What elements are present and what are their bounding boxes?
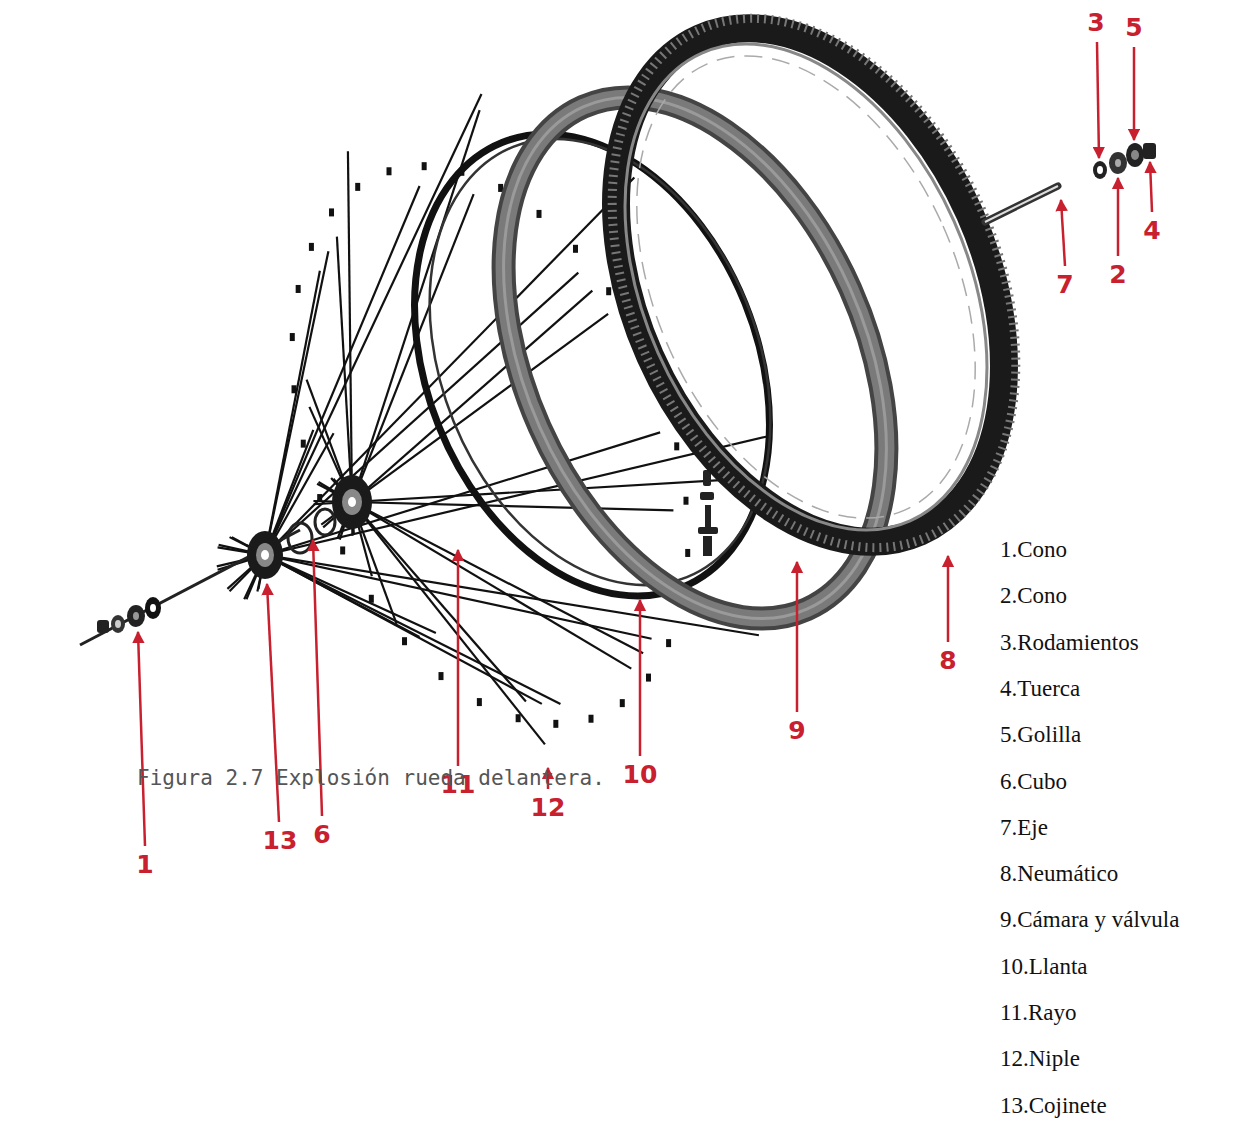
part-name: 5.Golilla — [1000, 722, 1081, 747]
nipple — [340, 546, 345, 554]
part-name: 11.Rayo — [1000, 1000, 1076, 1025]
callout-number: 2 — [1109, 262, 1126, 287]
nipple — [329, 208, 334, 216]
callout-number: 12 — [531, 795, 566, 820]
hub-parts — [80, 475, 372, 645]
spoke — [246, 186, 419, 599]
nipple — [666, 639, 671, 647]
part-name: 2.Cono — [1000, 583, 1067, 608]
nipple — [477, 698, 482, 706]
callout-number: 13 — [263, 828, 298, 853]
valve — [698, 470, 718, 556]
part-name: 12.Niple — [1000, 1046, 1080, 1071]
nipple — [292, 385, 297, 393]
part-name: 4.Tuerca — [1000, 676, 1080, 701]
nipple — [685, 549, 690, 557]
spoke — [217, 436, 767, 566]
spoke — [230, 177, 635, 591]
nipple — [573, 245, 578, 253]
nipple — [674, 442, 679, 450]
nipple — [683, 497, 688, 505]
callout-number: 10 — [623, 762, 658, 787]
figure-caption: Figura 2.7 Explosión rueda delantera. — [137, 766, 605, 790]
callout-number: 8 — [939, 648, 956, 673]
callout-number: 4 — [1143, 218, 1160, 243]
inner-tube — [428, 38, 962, 679]
nipple — [620, 699, 625, 707]
part-name: 1.Cono — [1000, 537, 1067, 562]
nipple — [422, 162, 427, 170]
nipple — [369, 595, 374, 603]
nipple — [355, 183, 360, 191]
part-name: 13.Cojinete — [1000, 1093, 1107, 1118]
nipple — [516, 714, 521, 722]
axle — [985, 186, 1058, 222]
callout-number: 9 — [788, 718, 805, 743]
part-name: 6.Cubo — [1000, 769, 1067, 794]
part-name: 10.Llanta — [1000, 954, 1088, 979]
nipple — [588, 715, 593, 723]
nipple — [290, 333, 295, 341]
nipple — [317, 494, 322, 502]
tire — [534, 0, 1095, 611]
nipple — [553, 720, 558, 728]
nipple — [301, 440, 306, 448]
nipple — [537, 210, 542, 218]
part-name: 8.Neumático — [1000, 861, 1118, 886]
part-name: 3.Rodamientos — [1000, 630, 1139, 655]
spoke — [244, 94, 481, 599]
callout-number: 1 — [136, 852, 153, 877]
nipple — [646, 674, 651, 682]
nipple — [606, 287, 611, 295]
nipple — [387, 167, 392, 175]
nipple — [309, 243, 314, 251]
nipple — [296, 285, 301, 293]
nipple — [438, 672, 443, 680]
part-name: 9.Cámara y válvula — [1000, 907, 1179, 932]
callout-number: 5 — [1125, 15, 1142, 40]
leader-arrows — [138, 42, 1152, 846]
axle-parts — [1093, 143, 1156, 179]
callout-number: 3 — [1087, 10, 1104, 35]
nipple — [402, 637, 407, 645]
part-name: 7.Eje — [1000, 815, 1048, 840]
callout-number: 6 — [313, 822, 330, 847]
callout-number: 7 — [1056, 272, 1073, 297]
